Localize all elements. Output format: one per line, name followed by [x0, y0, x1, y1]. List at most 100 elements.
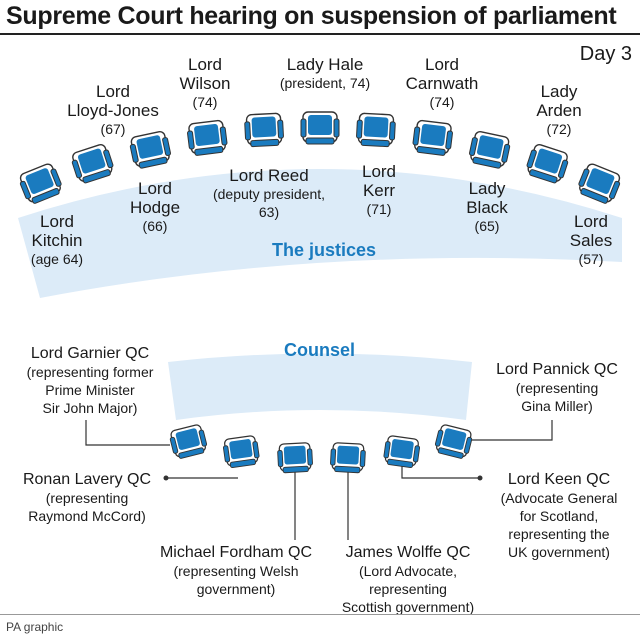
counsel-garnier-name: Lord Garnier QC [30, 345, 150, 362]
justice-hodge-title: Lord [137, 179, 173, 198]
justice-hodge: Lord Hodge (66) [120, 179, 190, 235]
justice-seat-3 [129, 131, 171, 169]
counsel-keen-detail-4: UK government) [508, 544, 610, 560]
justice-seat-10 [526, 144, 569, 184]
leader-garnier [85, 420, 170, 446]
counsel-pannick: Lord Pannick QC (representing Gina Mille… [482, 360, 632, 415]
counsel-seat-6 [434, 424, 473, 459]
justice-wilson-name: Wilson [179, 74, 231, 93]
counsel-fordham-detail-2: government) [196, 581, 276, 597]
counsel-lavery-detail-1: (representing [45, 490, 129, 506]
counsel-fordham-detail-1: (representing Welsh [173, 563, 299, 579]
justice-hodge-detail: (66) [142, 218, 168, 234]
justices-heading: The justices [272, 240, 377, 260]
counsel-wolffe-detail-3: Scottish government) [341, 599, 475, 615]
dot-keen [477, 475, 483, 481]
justice-kerr-title: Lord [361, 162, 397, 181]
counsel-table [168, 353, 472, 420]
justice-kitchin: Lord Kitchin (age 64) [22, 212, 92, 268]
justice-carnwath-detail: (74) [429, 94, 455, 110]
justice-lloyd-jones-name: Lloyd-Jones [67, 101, 159, 120]
justice-black: Lady Black (65) [452, 179, 522, 235]
dot-lavery [163, 475, 169, 481]
justice-reed-name: Lord Reed [229, 166, 309, 185]
justice-seat-4 [187, 119, 228, 156]
justice-hale-detail: (president, 74) [279, 75, 371, 91]
justice-seat-6 [300, 111, 340, 145]
counsel-fordham: Michael Fordham QC (representing Welsh g… [146, 543, 326, 598]
leader-lines [85, 420, 553, 540]
counsel-wolffe-detail-2: representing [369, 581, 447, 597]
justice-kerr-detail: (71) [366, 201, 392, 217]
justice-black-name: Black [466, 198, 508, 217]
counsel-wolffe: James Wolffe QC (Lord Advocate, represen… [328, 543, 488, 616]
counsel-seat-3 [277, 442, 313, 474]
justice-arden: Lady Arden (72) [524, 82, 594, 138]
counsel-pannick-name: Lord Pannick QC [496, 361, 618, 378]
justice-seat-7 [356, 112, 396, 148]
counsel-pannick-detail-2: Gina Miller) [521, 398, 593, 414]
counsel-seat-5 [383, 435, 421, 469]
counsel-wolffe-name: James Wolffe QC [345, 544, 471, 561]
counsel-garnier: Lord Garnier QC (representing former Pri… [10, 344, 170, 417]
justice-black-detail: (65) [474, 218, 500, 234]
justice-arden-name: Arden [536, 101, 582, 120]
justice-arden-detail: (72) [546, 121, 572, 137]
justice-lloyd-jones-title: Lord [95, 82, 131, 101]
justice-kerr-name: Kerr [362, 181, 396, 200]
justice-lloyd-jones: Lord Lloyd-Jones (67) [48, 82, 178, 138]
counsel-lavery-detail-2: Raymond McCord) [28, 508, 146, 524]
justice-carnwath: Lord Carnwath (74) [392, 55, 492, 111]
justice-reed-role: (deputy president, [212, 186, 326, 202]
counsel-wolffe-detail-1: (Lord Advocate, [358, 563, 458, 579]
justices-bench [18, 169, 622, 298]
justice-kitchin-name: Kitchin [31, 231, 83, 250]
counsel-pannick-detail-1: (representing [515, 380, 599, 396]
footer-rule [0, 614, 640, 615]
justice-kitchin-title: Lord [39, 212, 75, 231]
counsel-fordham-name: Michael Fordham QC [159, 544, 313, 561]
title-rule [0, 33, 640, 35]
justice-seat-1 [19, 163, 62, 204]
justice-sales-name: Sales [569, 231, 613, 250]
justice-hale-name: Lady Hale [286, 55, 364, 74]
leader-keen [401, 462, 480, 479]
counsel-keen-detail-2: for Scotland, [519, 508, 599, 524]
day-label: Day 3 [579, 43, 632, 65]
justice-carnwath-title: Lord [424, 55, 460, 74]
counsel-garnier-detail-1: (representing former [26, 364, 154, 380]
justice-hodge-name: Hodge [129, 198, 181, 217]
counsel-lavery: Ronan Lavery QC (representing Raymond Mc… [12, 470, 162, 525]
justice-kitchin-detail: (age 64) [30, 251, 84, 267]
leader-pannick [470, 420, 553, 441]
credit: PA graphic [6, 620, 64, 634]
justice-reed-detail: 63) [258, 204, 280, 220]
counsel-garnier-detail-2: Prime Minister [45, 382, 135, 398]
justice-wilson: Lord Wilson (74) [170, 55, 240, 111]
justice-wilson-detail: (74) [192, 94, 218, 110]
counsel-seat-4 [330, 442, 366, 474]
counsel-keen: Lord Keen QC (Advocate General for Scotl… [484, 470, 634, 561]
justice-sales-detail: (57) [578, 251, 604, 267]
counsel-seat-1 [169, 424, 208, 459]
justice-wilson-title: Lord [187, 55, 223, 74]
justice-kerr: Lord Kerr (71) [344, 162, 414, 218]
counsel-keen-name: Lord Keen QC [507, 471, 611, 488]
justice-seat-11 [578, 163, 621, 204]
counsel-garnier-detail-3: Sir John Major) [42, 400, 138, 416]
page-title: Supreme Court hearing on suspension of p… [6, 2, 617, 30]
counsel-lavery-name: Ronan Lavery QC [22, 471, 152, 488]
justice-hale: Lady Hale (president, 74) [262, 55, 388, 92]
justice-seat-5 [244, 112, 284, 148]
justice-reed: Lord Reed (deputy president, 63) [196, 166, 342, 221]
counsel-heading: Counsel [284, 340, 356, 360]
counsel-keen-detail-3: representing the [508, 526, 610, 542]
justice-sales: Lord Sales (57) [556, 212, 626, 268]
justice-lloyd-jones-detail: (67) [100, 121, 126, 137]
justice-seat-9 [469, 131, 511, 169]
justice-seat-2 [71, 144, 114, 184]
justice-seat-8 [412, 119, 453, 156]
counsel-seat-2 [222, 435, 260, 469]
justice-arden-title: Lady [540, 82, 578, 101]
